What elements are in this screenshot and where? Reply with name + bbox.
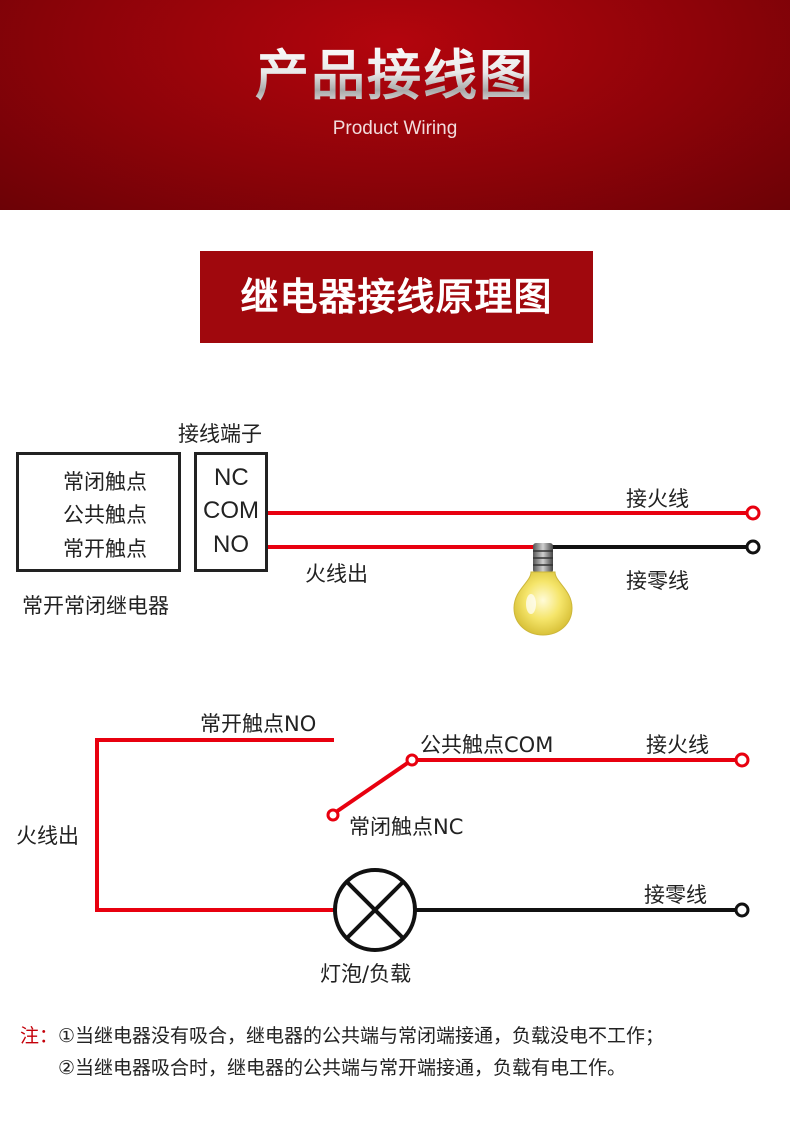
no-contact-label: 常开触点NO bbox=[200, 712, 317, 736]
note-line-1: 注：①当继电器没有吸合，继电器的公共端与常闭端接通，负载没电不工作； bbox=[20, 1025, 665, 1047]
switch-blade bbox=[334, 760, 411, 814]
neutral-label-2: 接零线 bbox=[644, 883, 707, 907]
com-contact-point bbox=[405, 753, 419, 767]
neutral-terminal-2 bbox=[734, 902, 750, 918]
live-in-label-1: 接火线 bbox=[626, 487, 689, 511]
header-banner: 产品接线图 Product Wiring bbox=[0, 0, 790, 210]
relay-contacts-box bbox=[16, 452, 181, 572]
nc-contact-label: 常闭触点NC bbox=[349, 815, 464, 839]
terminal-no: NO bbox=[213, 531, 249, 558]
neutral-label-1: 接零线 bbox=[626, 569, 689, 593]
live-in-terminal-1 bbox=[745, 505, 761, 521]
live-out-label-1: 火线出 bbox=[305, 562, 368, 586]
relay-contact-com-label: 公共触点 bbox=[63, 503, 147, 527]
light-bulb-icon bbox=[513, 543, 573, 636]
terminal-block bbox=[194, 452, 268, 572]
live-out-label-2: 火线出 bbox=[16, 824, 79, 848]
relay-name: 常开常闭继电器 bbox=[22, 594, 169, 618]
terminal-nc: NC bbox=[214, 464, 249, 491]
lamp-load-icon bbox=[333, 868, 417, 952]
nc-contact-point bbox=[326, 808, 340, 822]
com-contact-label: 公共触点COM bbox=[420, 733, 554, 757]
live-out-wire-2 bbox=[95, 738, 334, 912]
page-title: 产品接线图 bbox=[0, 40, 790, 112]
relay-contact-nc-label: 常闭触点 bbox=[63, 470, 147, 494]
section-title: 继电器接线原理图 bbox=[200, 251, 593, 343]
terminal-com: COM bbox=[203, 497, 259, 524]
load-label: 灯泡/负载 bbox=[320, 962, 412, 986]
note-line-2: ②当继电器吸合时，继电器的公共端与常开端接通，负载有电工作。 bbox=[58, 1057, 627, 1079]
live-in-label-2: 接火线 bbox=[646, 733, 709, 757]
page-subtitle: Product Wiring bbox=[332, 118, 458, 139]
terminal-caption: 接线端子 bbox=[178, 422, 262, 446]
notes: 注：①当继电器没有吸合，继电器的公共端与常闭端接通，负载没电不工作； ②当继电器… bbox=[20, 1020, 664, 1084]
live-in-terminal-2 bbox=[734, 752, 750, 768]
relay-contact-no-label: 常开触点 bbox=[63, 537, 147, 561]
neutral-terminal-1 bbox=[745, 539, 761, 555]
note-prefix: 注： bbox=[20, 1025, 59, 1047]
